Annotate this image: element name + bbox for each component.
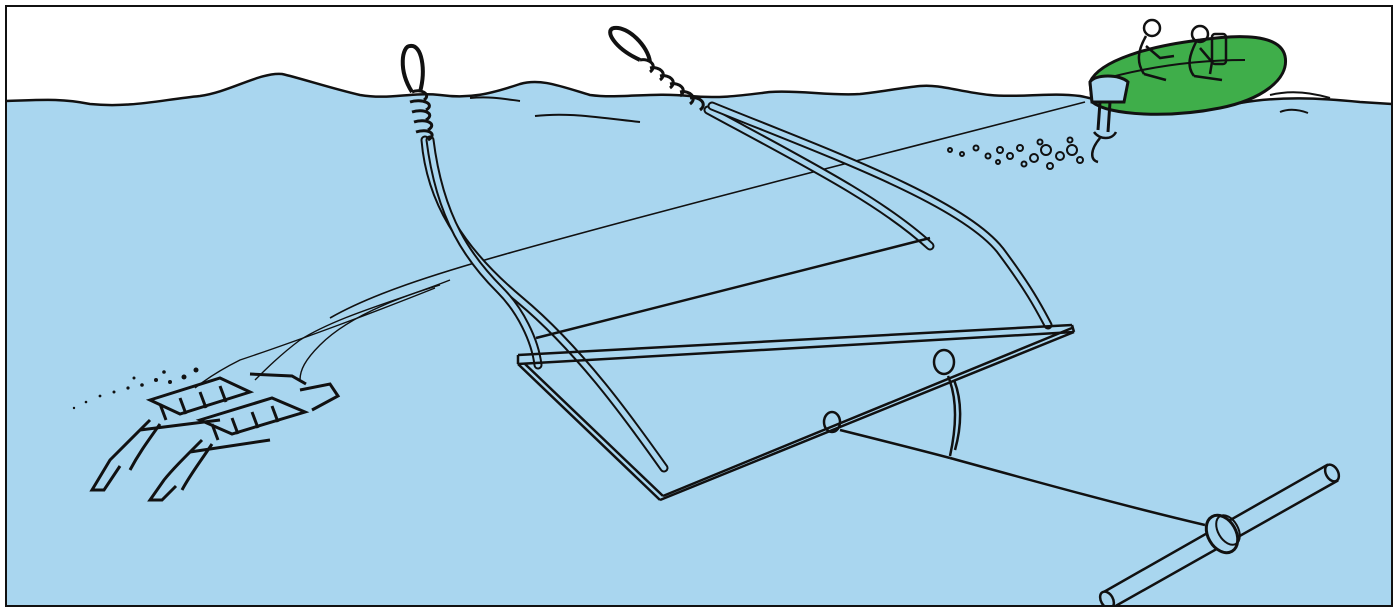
water-body <box>6 74 1392 606</box>
